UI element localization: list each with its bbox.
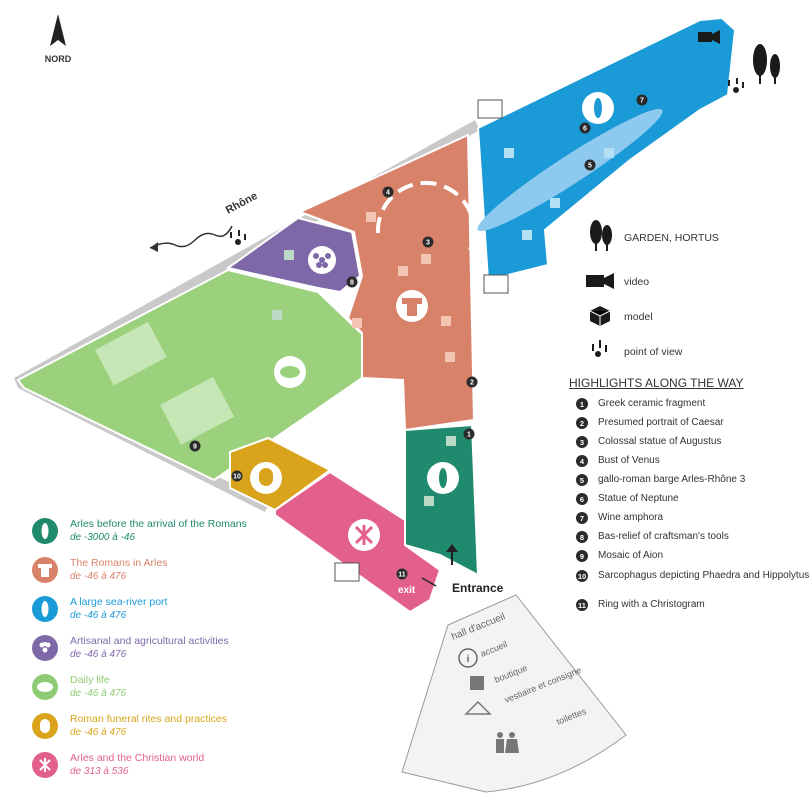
compass-label: NORD	[45, 54, 72, 64]
amphora-icon	[32, 518, 58, 544]
point-of-view-icon	[230, 78, 744, 245]
svg-text:1: 1	[467, 432, 471, 439]
barge-shape	[477, 108, 663, 232]
svg-text:6: 6	[583, 126, 587, 133]
model-cube-icon	[590, 306, 610, 326]
statue-rotunda	[375, 180, 476, 251]
zone-romans-in-arles[interactable]	[297, 133, 476, 432]
barge-marker-icons	[334, 99, 509, 582]
amphora-icon-legend	[32, 596, 58, 622]
toilets-icon	[496, 732, 519, 753]
legend-item-daily-life: Daily life de -46 à 476	[32, 672, 272, 708]
river-icon	[149, 225, 233, 249]
symbol-label-point-of-view: point of view	[624, 346, 683, 358]
exit-arrow-icon	[421, 577, 437, 587]
legend-item-romans-in-arles: The Romans in Arles de -46 à 476	[32, 555, 272, 591]
svg-text:5: 5	[588, 163, 592, 170]
video-camera-icon-map	[698, 32, 712, 42]
legend-item-funeral: Roman funeral rites and practices de -46…	[32, 711, 272, 747]
hanger-icon	[464, 700, 492, 715]
svg-text:4: 4	[386, 190, 390, 197]
column-capital-icon-legend	[32, 557, 58, 583]
legend-item-artisanal: Artisanal and agricultural activities de…	[32, 633, 272, 669]
legend-item-before-romans: Arles before the arrival of the Romans d…	[32, 516, 272, 552]
north-arrow-icon	[50, 14, 66, 46]
symbol-label-video: video	[624, 276, 650, 288]
highlights-title: HIGHLIGHTS ALONG THE WAY	[569, 376, 744, 390]
video-camera-icon	[586, 273, 614, 289]
svg-text:2: 2	[470, 380, 474, 387]
trees-icon-map	[753, 44, 780, 84]
svg-text:11: 11	[398, 572, 406, 579]
point-of-view-icon-legend	[592, 340, 607, 357]
trees-icon	[590, 220, 612, 251]
mosaic-icon-legend	[32, 674, 58, 700]
model-cube-icons-blue	[504, 148, 614, 240]
hall-area	[401, 594, 627, 793]
svg-text:8: 8	[350, 280, 354, 287]
symbol-label-model: model	[624, 311, 653, 323]
model-cube-icons	[352, 212, 455, 362]
shop-bag-icon	[470, 676, 484, 690]
exit-label: exit	[398, 585, 416, 596]
chi-rho-icon-legend	[32, 752, 58, 778]
svg-text:3: 3	[426, 240, 430, 247]
svg-text:9: 9	[193, 444, 197, 451]
river-label: Rhône	[224, 190, 260, 217]
model-cube-icons-green	[272, 250, 456, 506]
grapes-icon-legend	[32, 635, 58, 661]
svg-text:10: 10	[233, 474, 241, 481]
svg-text:i: i	[467, 654, 470, 665]
legend-item-christian: Arles and the Christian world de 313 à 5…	[32, 750, 272, 786]
svg-text:7: 7	[640, 98, 644, 105]
map-markers: 1 2 3 4 5 6 7 8 9 10 11	[189, 94, 648, 580]
stele-icon-legend	[32, 713, 58, 739]
mosaic-area	[160, 376, 235, 445]
info-icon	[458, 648, 478, 668]
ruin-block	[94, 321, 167, 386]
symbol-label-garden: GARDEN, HORTUS	[624, 232, 719, 244]
entrance-label: Entrance	[452, 581, 504, 595]
legend-item-sea-river-port: A large sea-river port de -46 à 476	[32, 594, 272, 630]
zone-daily-life[interactable]	[16, 268, 363, 482]
